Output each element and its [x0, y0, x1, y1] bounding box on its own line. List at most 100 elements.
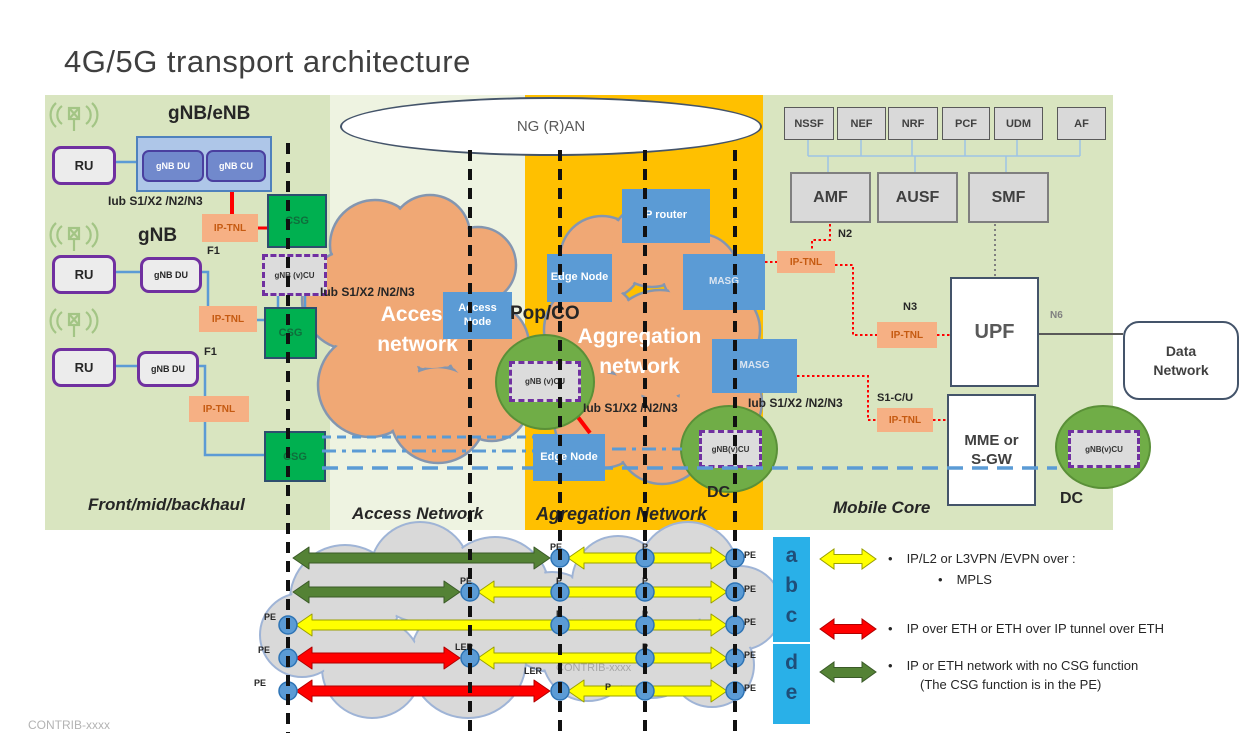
- legend-green-arrow: [819, 661, 877, 683]
- ler-label: LER: [524, 666, 542, 676]
- arrow-yellow-b: [477, 580, 728, 604]
- f1-label: F1: [204, 346, 217, 358]
- arrow-yellow-c: [295, 613, 728, 637]
- aggregation-section-label: Agregation Network: [536, 504, 708, 524]
- smf-box: SMF: [968, 172, 1049, 223]
- legend-item-green: IP or ETH network with no CSG function: [888, 658, 1139, 673]
- gnb-vcu-ghost-box: gNB(v)CU: [699, 430, 762, 468]
- p-label: P: [556, 609, 563, 619]
- gnb-vcu-ghost-box: gNB (v)CU: [262, 254, 327, 296]
- n3-label: N3: [903, 301, 918, 313]
- nf-box-udm: UDM: [994, 107, 1043, 140]
- s1cu-label: S1-C/U: [877, 392, 914, 404]
- upf-box: UPF: [950, 277, 1039, 387]
- watermark-text: CONTRIB-xxxx: [556, 662, 632, 674]
- ip-tnl-box: IP-TNL: [877, 408, 933, 432]
- gnb-enb-label: gNB/eNB: [168, 103, 251, 124]
- nf-box-pcf: PCF: [942, 107, 990, 140]
- masg-box: MASG: [712, 339, 797, 393]
- csg-box: CSG: [264, 431, 326, 482]
- pop-co-label: Pop/CO: [510, 303, 580, 324]
- ip-tnl-box: IP-TNL: [777, 251, 835, 273]
- track-box-de: d e: [773, 644, 810, 724]
- pe-label: PE: [744, 617, 757, 627]
- mobile-core-section-label: Mobile Core: [833, 498, 931, 517]
- gnb-vcu-ghost-box: gNB (v)CU: [509, 361, 581, 402]
- legend-yellow-arrow: [819, 548, 877, 570]
- n2-label: N2: [838, 228, 853, 240]
- gnb-vcu-ghost-box: gNB(v)CU: [1068, 430, 1140, 468]
- legend-item-green-line2: (The CSG function is in the PE): [920, 677, 1102, 692]
- iub-label: Iub S1/X2 /N2/N3: [320, 285, 415, 299]
- gnb-cu-box: gNB CU: [206, 150, 266, 182]
- arrow-red-e: [295, 679, 551, 703]
- nf-box-nrf: NRF: [888, 107, 938, 140]
- p-label: P: [605, 682, 612, 692]
- nf-box-nef: NEF: [837, 107, 886, 140]
- legend-item-yellow-sub: MPLS: [938, 572, 992, 587]
- ler-label: LER: [455, 642, 473, 652]
- ng-ran-ellipse: NG (R)AN: [340, 97, 762, 156]
- nf-box-af: AF: [1057, 107, 1106, 140]
- data-network-box: Data Network: [1123, 321, 1239, 400]
- ip-tnl-box: IP-TNL: [189, 396, 249, 422]
- pe-label: PE: [258, 645, 271, 655]
- contrib-watermark: CONTRIB-xxxx: [28, 718, 110, 732]
- iub-label: Iub S1/X2 /N2/N3: [748, 396, 843, 410]
- aggregation-cloud-label: Aggregation network: [577, 325, 702, 379]
- pe-label: PE: [264, 612, 277, 622]
- arrow-green-b: [292, 580, 461, 604]
- transport-nodes: [278, 548, 745, 701]
- amf-box: AMF: [790, 172, 871, 223]
- p-label: P: [556, 576, 563, 586]
- pe-label: PE: [744, 650, 757, 660]
- mme-sgw-box: MME or S-GW: [947, 394, 1036, 506]
- gnb-du-box: gNB DU: [137, 351, 199, 387]
- fronthaul-section-label: Front/mid/backhaul: [88, 495, 245, 514]
- p-router-box: P router: [622, 189, 710, 243]
- csg-box: CSG: [267, 194, 327, 248]
- p-label: P: [642, 609, 649, 619]
- transport-arrows: [292, 546, 728, 703]
- track-box-abc: a b c: [773, 537, 810, 642]
- ng-ran-label: NG (R)AN: [516, 118, 586, 135]
- masg-box: MASG: [683, 254, 765, 310]
- edge-node-box: Edge Node: [547, 254, 612, 302]
- ip-tnl-box: IP-TNL: [877, 322, 937, 348]
- iub-label: Iub S1/X2 /N2/N3: [108, 194, 203, 208]
- bottom-clouds: [259, 521, 783, 719]
- pe-label: PE: [744, 550, 757, 560]
- legend-red-arrow: [819, 618, 877, 640]
- access-cloud-label: Access network: [377, 303, 458, 357]
- p-label: P: [642, 542, 649, 552]
- csg-box: CSG: [264, 307, 317, 359]
- pe-label: PE: [460, 576, 473, 586]
- f1-label: F1: [207, 245, 220, 257]
- dc-label: DC: [1060, 490, 1084, 507]
- n6-label: N6: [1050, 310, 1063, 321]
- iub-label: Iub S1/X2 /N2/N3: [583, 401, 678, 415]
- ip-tnl-box: IP-TNL: [202, 214, 258, 242]
- access-node-box: Access Node: [443, 292, 512, 339]
- dc-label: DC: [707, 484, 731, 501]
- nf-box-nssf: NSSF: [784, 107, 834, 140]
- pe-label: PE: [254, 678, 267, 688]
- page-title: 4G/5G transport architecture: [64, 44, 471, 79]
- gnb-label: gNB: [138, 225, 178, 246]
- pe-label: PE: [744, 584, 757, 594]
- ru-box: RU: [52, 255, 116, 294]
- arrow-red-d: [295, 646, 461, 670]
- arrow-green-a: [292, 546, 551, 570]
- arrow-yellow-e: [567, 679, 728, 703]
- ru-box: RU: [52, 146, 116, 185]
- ru-box: RU: [52, 348, 116, 387]
- gnb-du-box: gNB DU: [142, 150, 204, 182]
- pe-label: PE: [744, 683, 757, 693]
- p-label: P: [642, 576, 649, 586]
- access-section-label: Access Network: [352, 504, 484, 523]
- legend-item-yellow: IP/L2 or L3VPN /EVPN over :: [888, 551, 1076, 566]
- gnb-du-box: gNB DU: [140, 257, 202, 293]
- pe-label: PE: [550, 542, 563, 552]
- ip-tnl-box: IP-TNL: [199, 306, 257, 332]
